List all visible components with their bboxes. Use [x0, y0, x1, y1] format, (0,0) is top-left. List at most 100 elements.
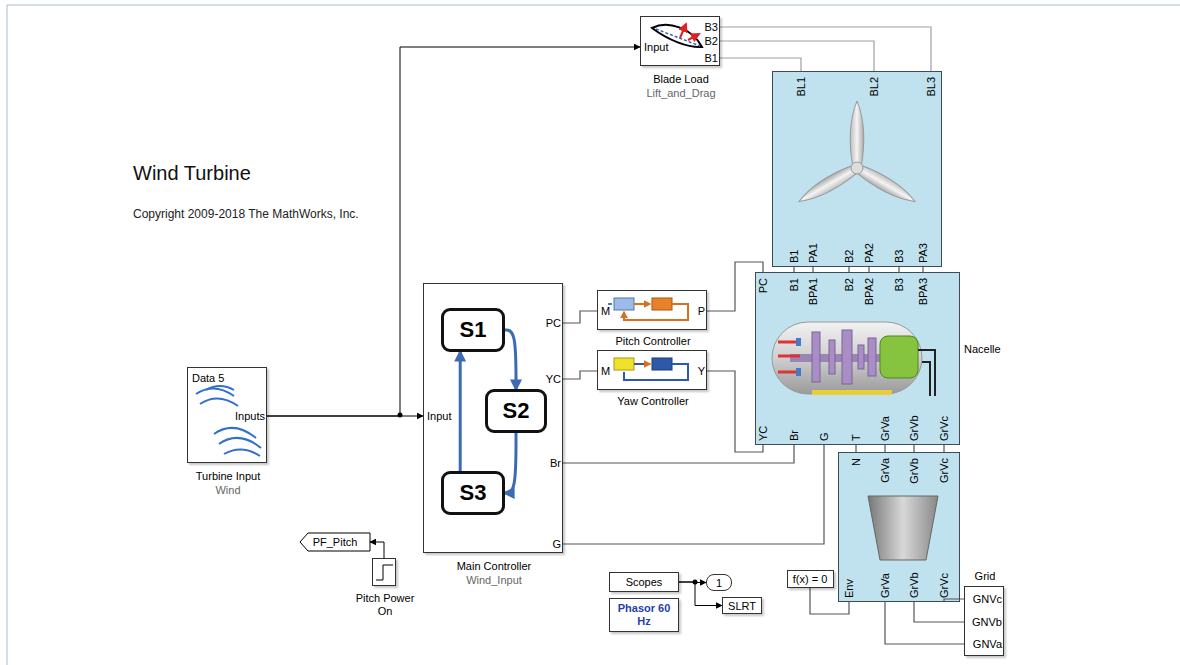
- port-label: GrVc: [938, 458, 951, 483]
- step-block: Pitch Power On: [372, 558, 396, 586]
- port-label: BPA3: [917, 278, 930, 305]
- port-label: GNVb: [972, 616, 1002, 629]
- port-label: BL3: [925, 77, 938, 97]
- port-label: BL1: [795, 77, 808, 97]
- physical-connection: [563, 311, 597, 323]
- subsystem-block: MPPitch Controller: [597, 290, 707, 330]
- signal-line: [267, 47, 640, 416]
- block-text: 1: [716, 576, 722, 589]
- chart-block: InputPCYCBrGMain ControllerWind_InputS1S…: [423, 283, 563, 553]
- port-label: B2: [843, 278, 856, 291]
- port-label: B3: [705, 21, 718, 34]
- block-text: PF_Pitch: [313, 536, 358, 549]
- block-caption: Yaw Controller: [617, 395, 688, 408]
- block-caption: Pitch Controller: [615, 335, 690, 348]
- transformer-icon: [868, 496, 938, 560]
- rotor-fill: [772, 71, 942, 267]
- step-icon: [376, 565, 393, 580]
- physical-connection: [885, 602, 964, 644]
- port-label: Data 5: [192, 372, 224, 385]
- block-text: Scopes: [626, 576, 663, 589]
- port-label: YC: [546, 373, 561, 386]
- physical-connection: [720, 41, 874, 71]
- signal-line: [370, 542, 384, 558]
- port-label: GrVb: [908, 572, 921, 598]
- port-label: GrVa: [879, 416, 892, 441]
- transformer-block: NGrVaGrVbGrVcEnvGrVaGrVbGrVc: [838, 452, 960, 602]
- subsystem-block: InputB3B2B1Blade LoadLift_and_Drag: [640, 16, 720, 66]
- port-label: GNVc: [973, 593, 1002, 606]
- physical-connection: [943, 445, 944, 452]
- state-box: S3: [441, 471, 505, 515]
- powergui-block: Phasor 60 Hz: [609, 598, 679, 632]
- block-text: Phasor 60 Hz: [616, 602, 672, 627]
- port-label: G: [818, 432, 831, 441]
- port-label: GrVc: [938, 573, 951, 598]
- port-label: B1: [705, 52, 718, 65]
- physical-connection: [720, 58, 801, 71]
- copyright-note: Copyright 2009-2018 The MathWorks, Inc.: [133, 208, 359, 222]
- port-label: M: [601, 365, 610, 378]
- port-label: Inputs: [235, 410, 265, 423]
- port-label: PA1: [807, 243, 820, 263]
- block-caption: Pitch Power On: [353, 592, 417, 617]
- port-label: Y: [698, 365, 705, 378]
- block-text: S2: [503, 398, 530, 423]
- physical-connection: [914, 602, 964, 622]
- diagram-title: Wind Turbine: [133, 162, 251, 185]
- block-caption: Main Controller: [457, 560, 532, 573]
- state-box: S1: [441, 308, 505, 352]
- port-label: Br: [550, 457, 561, 470]
- port-label: Input: [427, 410, 451, 423]
- signal-line: [679, 582, 722, 606]
- goto-tag: PF_Pitch: [300, 533, 370, 551]
- port-label: PA3: [917, 243, 930, 263]
- grid-block: GridGNVcGNVbGNVa: [964, 586, 1004, 656]
- port-label: Input: [644, 41, 668, 54]
- port-label: GrVa: [879, 573, 892, 598]
- port-label: G: [552, 538, 561, 551]
- yaw-controller-icon: [614, 358, 688, 380]
- solver-config-block: f(x) = 0: [787, 570, 834, 588]
- nacelle-fill: [755, 272, 960, 445]
- port-label: GrVb: [908, 415, 921, 441]
- port-label: PC: [546, 317, 561, 330]
- port-label: GrVa: [879, 458, 892, 483]
- port-label: B3: [893, 250, 906, 263]
- port-label: N: [850, 458, 863, 466]
- port-label: YC: [757, 426, 770, 441]
- block-caption: Wind: [215, 484, 240, 497]
- port-label: Env: [843, 579, 856, 598]
- pitch-controller-icon: [608, 298, 688, 320]
- canvas-frame: [7, 5, 1180, 665]
- port-label: B2: [843, 250, 856, 263]
- physical-connection: [563, 445, 824, 544]
- outport-block: 1: [706, 574, 732, 591]
- block-text: S1: [460, 317, 487, 342]
- port-label: B1: [788, 278, 801, 291]
- physical-connection: [563, 445, 794, 463]
- nacelle-block: PCB1BPA1B2BPA2B3BPA3YCBrGTGrVaGrVbGrVcNa…: [755, 272, 960, 445]
- physical-connection: [720, 27, 931, 71]
- physical-connection: [884, 445, 885, 452]
- port-label: PA2: [863, 243, 876, 263]
- block-caption: Turbine Input: [196, 470, 260, 483]
- goto-tag-shape: [300, 533, 370, 551]
- block-text: f(x) = 0: [793, 573, 828, 586]
- transformer-fill: [838, 452, 960, 602]
- physical-connection: [855, 445, 856, 452]
- port-label: Br: [788, 430, 801, 441]
- port-label: BPA2: [863, 278, 876, 305]
- block-text: S3: [460, 480, 487, 505]
- subsystem-block: MYYaw Controller: [597, 350, 707, 390]
- block-caption: Wind_Input: [466, 574, 522, 587]
- subsystem-block: Data 5InputsTurbine InputWind: [187, 367, 267, 463]
- port-label: PC: [757, 278, 770, 293]
- block-caption: Nacelle: [964, 343, 1001, 356]
- port-label: T: [850, 434, 863, 441]
- port-label: P: [698, 305, 705, 318]
- port-label: B3: [893, 278, 906, 291]
- physical-connection: [563, 371, 597, 379]
- port-label: BPA1: [807, 278, 820, 305]
- port-label: B1: [788, 250, 801, 263]
